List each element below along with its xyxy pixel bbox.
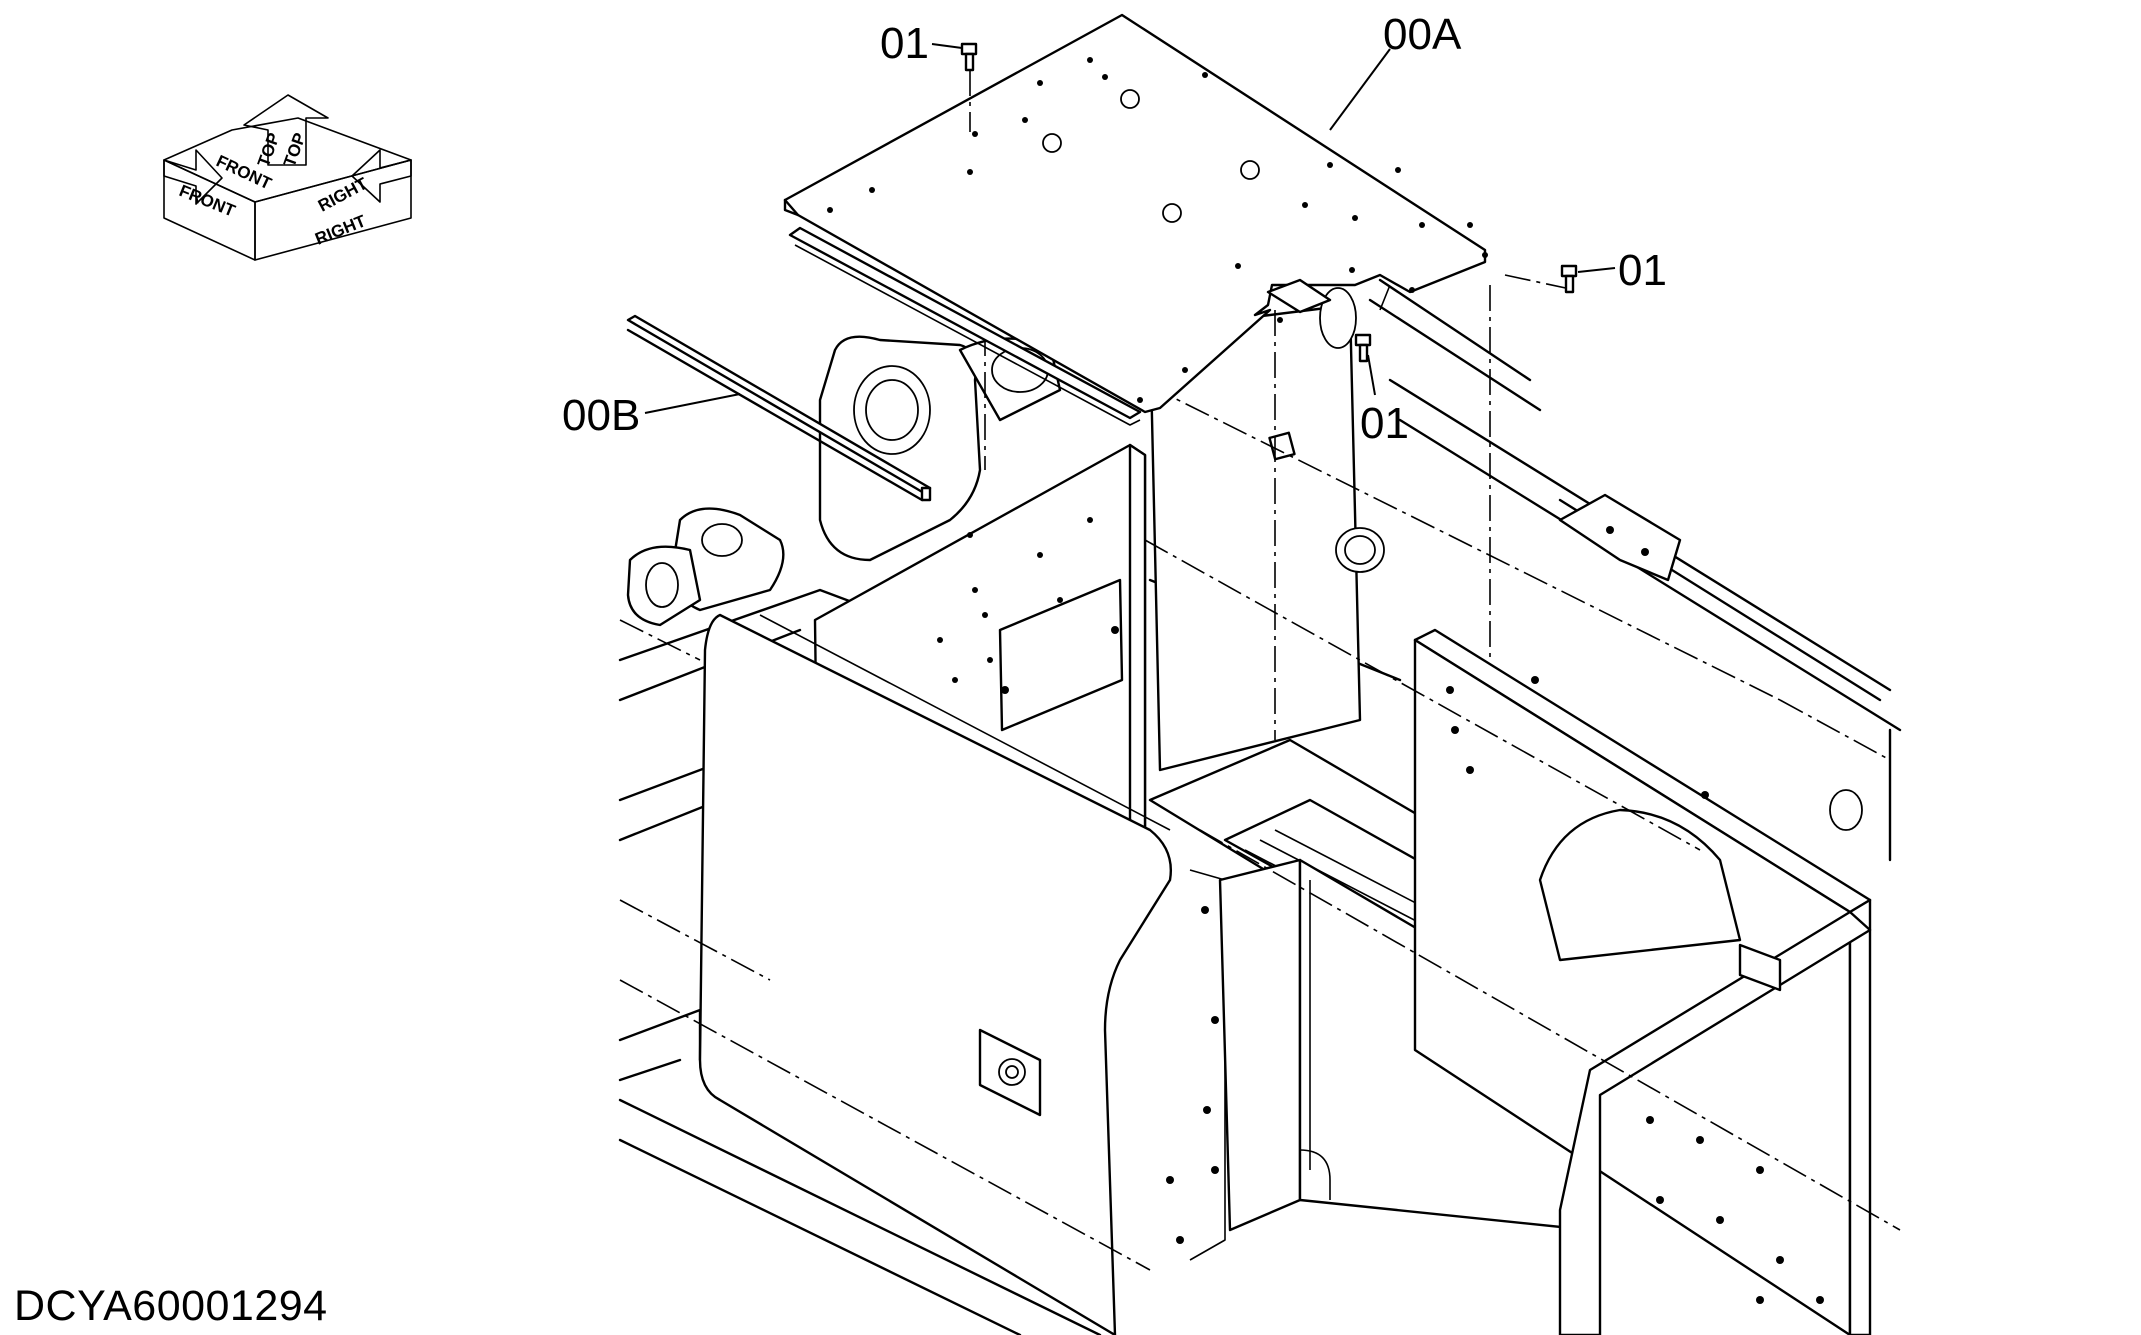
orientation-top-mirror-label: TOP <box>280 130 310 169</box>
orientation-right-mirror-label: RIGHT <box>315 174 371 216</box>
right-box-frame <box>1413 628 1872 1335</box>
rail-bracket-plate <box>1558 493 1682 582</box>
callout-cover-plate: 00A <box>1383 10 1462 59</box>
orientation-right-arrow <box>351 149 412 203</box>
callout-rubber-strip: 00B <box>562 391 640 440</box>
bolt-right <box>1560 264 1578 294</box>
rubber-strip-00B <box>626 314 932 502</box>
bolt-center <box>1354 333 1372 363</box>
rear-upright-panel <box>1148 287 1385 772</box>
callout-bolt-center: 01 <box>1360 399 1409 448</box>
orientation-top-arrow <box>243 94 329 166</box>
orientation-indicator: FRONT FRONT TOP TOP RIGHT RIGHT <box>163 94 412 261</box>
bolt-top-left <box>960 42 978 132</box>
drawing-id: DCYA60001294 <box>14 1282 328 1330</box>
cover-plate-00A <box>783 13 1488 426</box>
leader-lines <box>644 43 1616 414</box>
orientation-front-arrow <box>163 149 223 205</box>
callout-bolt-top-left: 01 <box>880 19 929 68</box>
assembly-center-lines <box>619 259 1901 1271</box>
left-box-door <box>698 613 1226 1335</box>
callout-bolt-right: 01 <box>1618 246 1667 295</box>
orientation-front-label: FRONT <box>177 181 239 221</box>
orientation-right-label: RIGHT <box>312 211 369 249</box>
